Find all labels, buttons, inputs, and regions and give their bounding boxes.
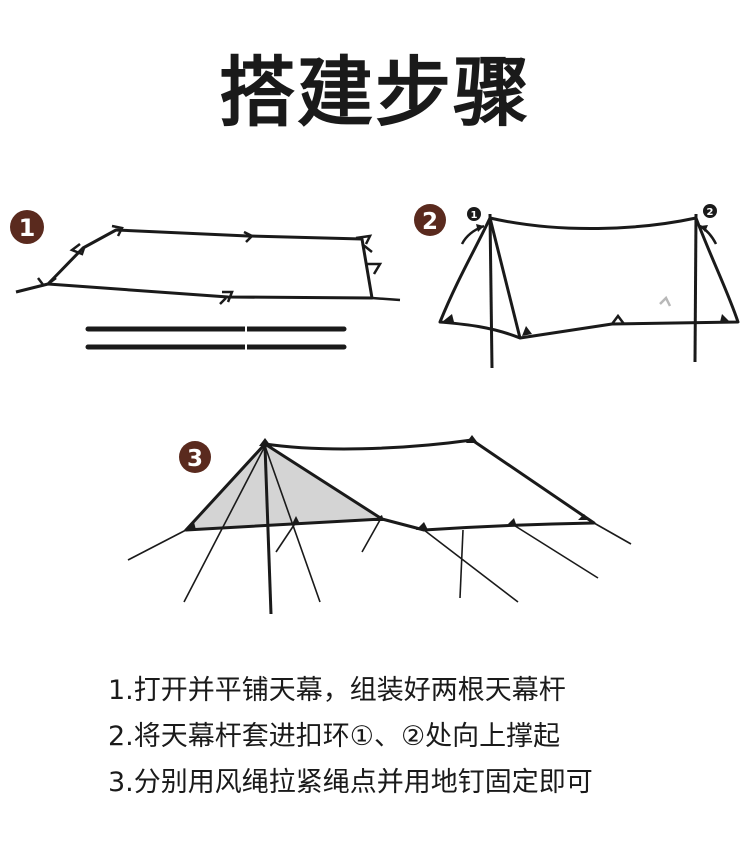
page-title: 搭建步骤 [219,48,531,137]
ring-marker-1-number: 1 [471,210,478,221]
ring-marker-1: 1 [460,207,485,245]
instruction-step-3: 3.分别用风绳拉紧绳点并用地钉固定即可 [108,767,593,798]
instruction-step-2: 2.将天幕杆套进扣环①、②处向上撑起 [108,721,561,752]
left-pole [488,213,494,369]
raised-tarp [438,216,740,340]
step-1-badge: 1 [10,210,44,244]
instruction-step-1: 1.打开并平铺天幕，组装好两根天幕杆 [108,675,566,706]
right-pole [693,213,698,363]
step-2-badge: 2 [414,204,446,236]
step-3-badge: 3 [179,441,211,473]
flat-tarp [15,228,374,300]
step-3-badge-number: 3 [187,446,203,472]
ring-marker-2-number: 2 [707,207,714,218]
tie-loops [37,224,401,305]
step-3-figure: 3 [127,435,632,615]
center-pole [263,445,273,615]
ring-marker-2: 2 [699,204,718,245]
shaded-side-panel [186,444,382,530]
step-2-figure: 2 1 2 [414,204,740,369]
step-2-badge-number: 2 [422,209,438,235]
tarp-poles [85,325,347,351]
step-1-figure: 1 [10,210,401,351]
step-1-badge-number: 1 [19,214,36,242]
pitched-tarp [184,438,596,532]
instruction-list: 1.打开并平铺天幕，组装好两根天幕杆 2.将天幕杆套进扣环①、②处向上撑起 3.… [108,668,728,806]
